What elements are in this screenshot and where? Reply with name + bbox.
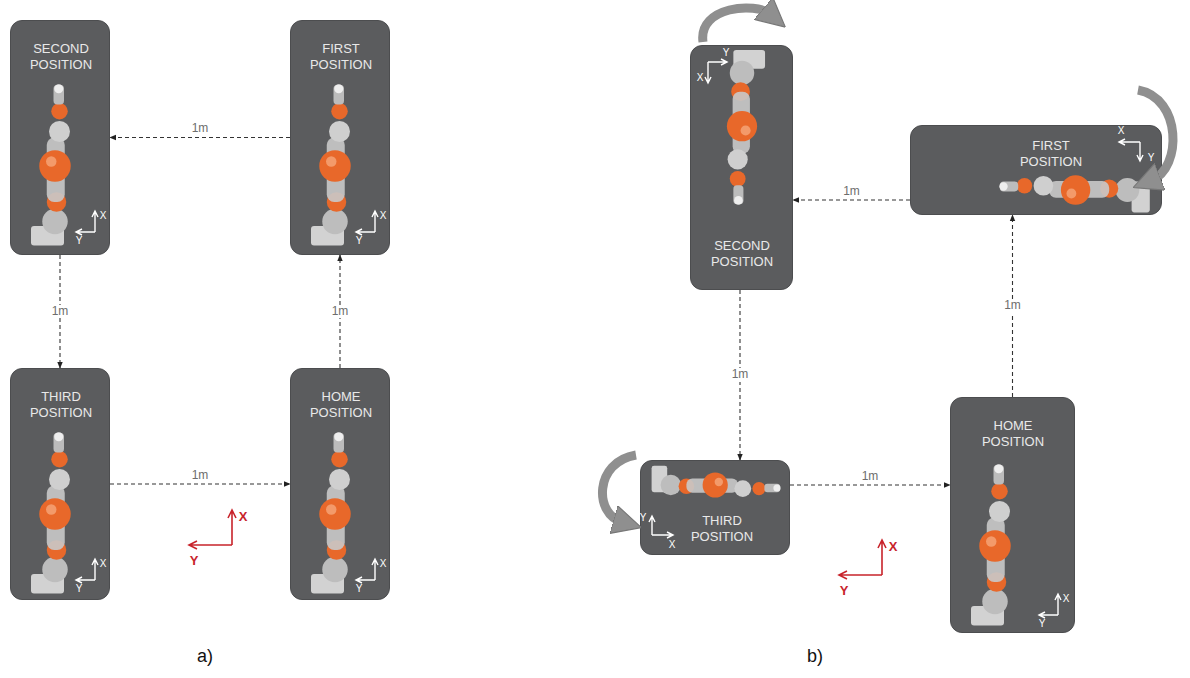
robot-platform: HOME POSITION: [950, 397, 1075, 633]
axis-label: X: [1118, 126, 1125, 136]
axis-label: X: [239, 510, 248, 523]
frame-axes: [356, 211, 378, 235]
frame-axes: [1039, 594, 1061, 618]
frame-axes: [649, 516, 673, 538]
axis-label: Y: [1148, 153, 1155, 163]
frame-axes: [356, 559, 378, 583]
axis-label: X: [1063, 594, 1070, 604]
robot-arm: [311, 432, 351, 593]
platform-label: FIRST POSITION: [296, 41, 386, 74]
frame-axes: [705, 59, 727, 83]
robot-arm: [652, 466, 781, 498]
axis-label: Y: [640, 513, 647, 523]
position-name: FIRST POSITION: [310, 41, 372, 72]
rotation-arrow: [602, 455, 636, 522]
dashed-arrow: [110, 137, 290, 138]
world-axes: [839, 540, 886, 579]
distance-label: 1m: [1002, 299, 1023, 312]
platform-label: SECOND POSITION: [16, 41, 106, 74]
platform-label: SECOND POSITION: [697, 238, 787, 271]
distance-label: 1m: [190, 469, 211, 482]
robot-arm: [31, 432, 71, 593]
rotation-arrow: [1138, 90, 1173, 180]
frame-axes: [1119, 139, 1143, 161]
dashed-arrow: [790, 484, 950, 485]
frame-axes: [76, 559, 98, 583]
axis-label: X: [889, 540, 898, 553]
position-name: SECOND POSITION: [30, 41, 92, 72]
axis-label: X: [697, 73, 704, 83]
axis-label: Y: [840, 584, 849, 597]
distance-label: 1m: [190, 122, 211, 135]
axis-label: X: [380, 559, 387, 569]
robot-arm: [971, 464, 1011, 625]
distance-label: 1m: [330, 305, 351, 318]
platform-label: FIRST POSITION: [1006, 138, 1096, 171]
axis-label: X: [100, 211, 107, 221]
robot-arm: [31, 84, 71, 245]
distance-label: 1m: [50, 305, 71, 318]
rotation-arrow: [703, 8, 770, 42]
world-axes: [189, 510, 236, 549]
platform-label: HOME POSITION: [968, 418, 1058, 451]
platform-label: HOME POSITION: [296, 389, 386, 422]
robot-platform: SECOND POSITION: [10, 20, 110, 255]
distance-label: 1m: [730, 368, 751, 381]
robot-platform: FIRST POSITION: [910, 125, 1162, 215]
robot-arm: [311, 84, 351, 245]
axis-label: Y: [190, 554, 199, 567]
axis-label: X: [380, 211, 387, 221]
axis-label: Y: [76, 236, 83, 246]
position-name: HOME POSITION: [982, 418, 1044, 449]
axis-label: Y: [356, 584, 363, 594]
robot-platform: THIRD POSITION: [640, 460, 790, 555]
distance-label: 1m: [841, 185, 862, 198]
robot-arm: [999, 175, 1150, 212]
platform-label: THIRD POSITION: [16, 389, 106, 422]
axis-label: X: [100, 559, 107, 569]
robot-platform: THIRD POSITION: [10, 368, 110, 600]
robot-platform: HOME POSITION: [290, 368, 390, 600]
position-name: THIRD POSITION: [691, 513, 753, 544]
axis-label: Y: [723, 48, 730, 58]
axis-label: X: [669, 540, 676, 550]
distance-label: 1m: [860, 470, 881, 483]
position-name: FIRST POSITION: [1020, 138, 1082, 169]
panel-label: a): [197, 647, 213, 665]
dashed-arrow: [793, 199, 910, 200]
position-name: SECOND POSITION: [711, 238, 773, 269]
axis-label: Y: [356, 236, 363, 246]
frame-axes: [76, 211, 98, 235]
robot-platform: SECOND POSITION: [690, 45, 793, 290]
dashed-arrow: [110, 483, 290, 484]
axis-label: Y: [1039, 619, 1046, 629]
robot-arm: [727, 50, 765, 205]
platform-label: THIRD POSITION: [677, 513, 767, 546]
robot-platform: FIRST POSITION: [290, 20, 390, 255]
position-name: HOME POSITION: [310, 389, 372, 420]
position-name: THIRD POSITION: [30, 389, 92, 420]
panel-label: b): [807, 647, 823, 665]
axis-label: Y: [76, 584, 83, 594]
